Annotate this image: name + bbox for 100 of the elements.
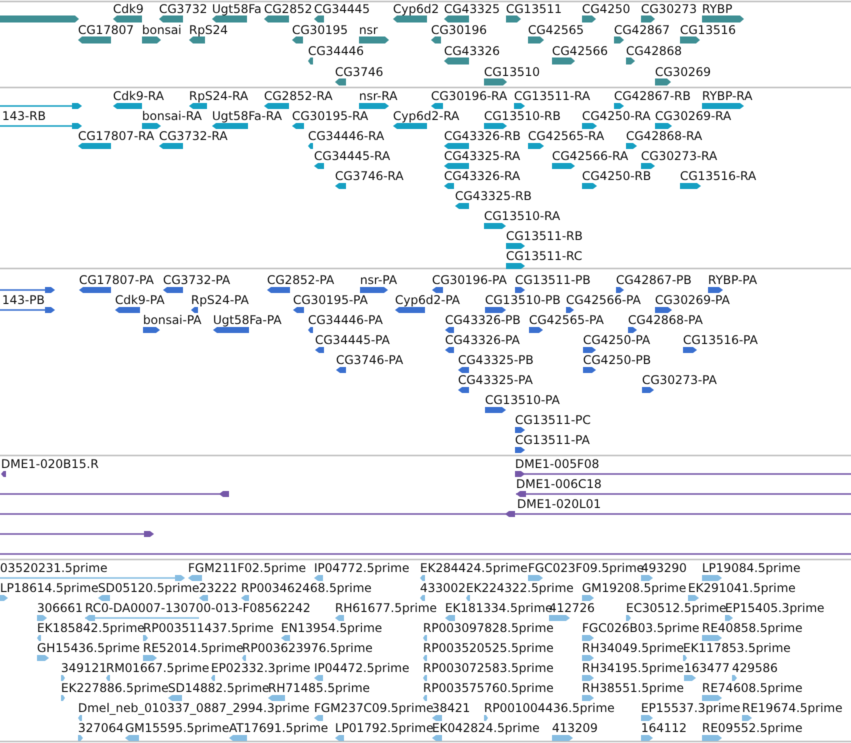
feature-label: 143-PB bbox=[2, 293, 45, 307]
feature-label: Ugt58Fa-RA bbox=[212, 109, 282, 123]
feature-label: CG13510-RA bbox=[484, 209, 560, 223]
feature-label: RP003072583.5prime bbox=[423, 661, 554, 675]
feature-label: CG30273-RA bbox=[641, 149, 718, 163]
feature-label: nsr bbox=[359, 23, 378, 37]
feature-label: CG42566 bbox=[552, 44, 608, 58]
feature-label: CG42565 bbox=[528, 23, 584, 37]
feature-label: 03520231.5prime bbox=[0, 561, 108, 575]
feature-label: AT17691.5prime bbox=[229, 721, 328, 735]
feature-label: Cyp6d2-RA bbox=[393, 109, 460, 123]
feature-label: CG34445-RA bbox=[314, 149, 390, 163]
feature-label: EK117853.5prime bbox=[683, 641, 791, 655]
feature-label: EK227886.5prime bbox=[61, 681, 169, 695]
feature-label: CG3732-RA bbox=[159, 129, 228, 143]
feature-label: EP15537.3prime bbox=[641, 701, 740, 715]
feature-label: 164112 bbox=[641, 721, 687, 735]
feature-label: CG43325 bbox=[444, 2, 500, 16]
feature-label: CG3732-PA bbox=[163, 273, 230, 287]
feature-label: CG13516-PA bbox=[683, 333, 758, 347]
feature-label: RH38551.5prime bbox=[582, 681, 684, 695]
feature-label: CG4250-PB bbox=[583, 353, 652, 367]
feature-label: CG2852 bbox=[264, 2, 312, 16]
feature-label: CG30273-PA bbox=[642, 373, 717, 387]
feature-label: CG4250-RA bbox=[582, 109, 651, 123]
feature-label: CG42867-RB bbox=[614, 89, 691, 103]
feature-label: DME1-005F08 bbox=[515, 457, 600, 471]
feature-label: CG13511 bbox=[506, 2, 562, 16]
feature-label: RE09552.5prime bbox=[702, 721, 802, 735]
feature-label: GM19208.5prime bbox=[582, 581, 686, 595]
feature-label: CG13511-PA bbox=[515, 433, 590, 447]
feature-label: CG13510-PA bbox=[485, 393, 560, 407]
feature-label: CG13511-RA bbox=[514, 89, 590, 103]
feature-label: RpS24-PA bbox=[191, 293, 249, 307]
feature-label: CG34446-PA bbox=[308, 313, 383, 327]
feature-label: 327064 bbox=[78, 721, 124, 735]
feature-label: RYBP-RA bbox=[702, 89, 752, 103]
feature-label: RP003511437.5prime bbox=[143, 621, 274, 635]
feature-label: IP04472.5prime bbox=[314, 661, 410, 675]
feature-label: CG34445 bbox=[314, 2, 370, 16]
feature-label: FGM211F02.5prime bbox=[188, 561, 306, 575]
feature-label: CG17807 bbox=[78, 23, 134, 37]
feature-label: RE19674.5prime bbox=[742, 701, 842, 715]
feature-label: bonsai bbox=[142, 23, 182, 37]
feature-label: DME1-020B15.R bbox=[1, 457, 99, 471]
feature-label: EK042824.5prime bbox=[432, 721, 540, 735]
feature-label: bonsai-RA bbox=[142, 109, 202, 123]
feature-label: Cdk9 bbox=[113, 2, 144, 16]
feature-label: Cyp6d2-PA bbox=[395, 293, 460, 307]
feature-label: Cdk9-PA bbox=[115, 293, 165, 307]
feature-label: 306661 bbox=[37, 601, 83, 615]
feature-label: CG43325-PA bbox=[458, 373, 533, 387]
feature-label: CG13516 bbox=[680, 23, 736, 37]
feature-label: nsr-RA bbox=[359, 89, 398, 103]
feature-label: CG34446-RA bbox=[308, 129, 384, 143]
feature-label: CG34445-PA bbox=[315, 333, 390, 347]
feature-label: CG3732 bbox=[159, 2, 208, 16]
feature-label: RC0-DA0007-130700-013-F08562242 bbox=[85, 601, 311, 615]
feature-label: DME1-020L01 bbox=[517, 497, 601, 511]
feature-label: RP003097828.5prime bbox=[423, 621, 554, 635]
feature-label: CG13516-RA bbox=[680, 169, 756, 183]
feature-label: CG43326-PA bbox=[445, 333, 520, 347]
feature-label: RE40858.5prime bbox=[702, 621, 802, 635]
feature-label: RpS24-RA bbox=[189, 89, 248, 103]
feature-label: EC30512.5prime bbox=[626, 601, 727, 615]
feature-label: CG17807-RA bbox=[78, 129, 154, 143]
feature-label: EN13954.5prime bbox=[281, 621, 382, 635]
feature-label: CG4250-PA bbox=[583, 333, 650, 347]
feature-label: CG2852-PA bbox=[267, 273, 334, 287]
feature-label: CG4250-RB bbox=[582, 169, 652, 183]
feature-label: RH34195.5prime bbox=[582, 661, 684, 675]
feature-label: CG13511-PC bbox=[515, 413, 591, 427]
feature-label: CG34446 bbox=[308, 44, 364, 58]
feature-label: IP04772.5prime bbox=[314, 561, 410, 575]
feature-label: CG30196-PA bbox=[432, 273, 507, 287]
feature-label: RpS24 bbox=[189, 23, 228, 37]
feature-label: CG30195-PA bbox=[293, 293, 368, 307]
feature-label: CG30269 bbox=[655, 65, 711, 79]
feature-label: CG42867 bbox=[614, 23, 670, 37]
feature-label: CG30273 bbox=[641, 2, 697, 16]
feature-label: Dmel_neb_010337_0887_2994.3prime bbox=[78, 701, 310, 715]
feature-label: DME1-006C18 bbox=[516, 477, 602, 491]
feature-label: CG42867-PB bbox=[616, 273, 692, 287]
feature-label: RE52014.5prime bbox=[143, 641, 244, 655]
feature-label: EP02332.3prime bbox=[211, 661, 310, 675]
feature-label: 349121 bbox=[61, 661, 107, 675]
feature-label: RP003462468.5prime bbox=[241, 581, 372, 595]
feature-label: RP001004436.5prime bbox=[484, 701, 615, 715]
feature-label: Cdk9-RA bbox=[113, 89, 164, 103]
feature-label: EK224322.5prime bbox=[466, 581, 574, 595]
feature-label: 23222 bbox=[199, 581, 238, 595]
feature-label: GM15595.5prime bbox=[125, 721, 230, 735]
feature-label: CG13510-RB bbox=[484, 109, 561, 123]
feature-label: GH15436.5prime bbox=[37, 641, 140, 655]
feature-label: EP15405.3prime bbox=[725, 601, 824, 615]
feature-label: CG4250 bbox=[582, 2, 630, 16]
feature-label: CG43326-RA bbox=[444, 169, 520, 183]
feature-label: 38421 bbox=[432, 701, 470, 715]
feature-label: SD05120.5prime bbox=[98, 581, 200, 595]
feature-label: 433002 bbox=[420, 581, 466, 595]
